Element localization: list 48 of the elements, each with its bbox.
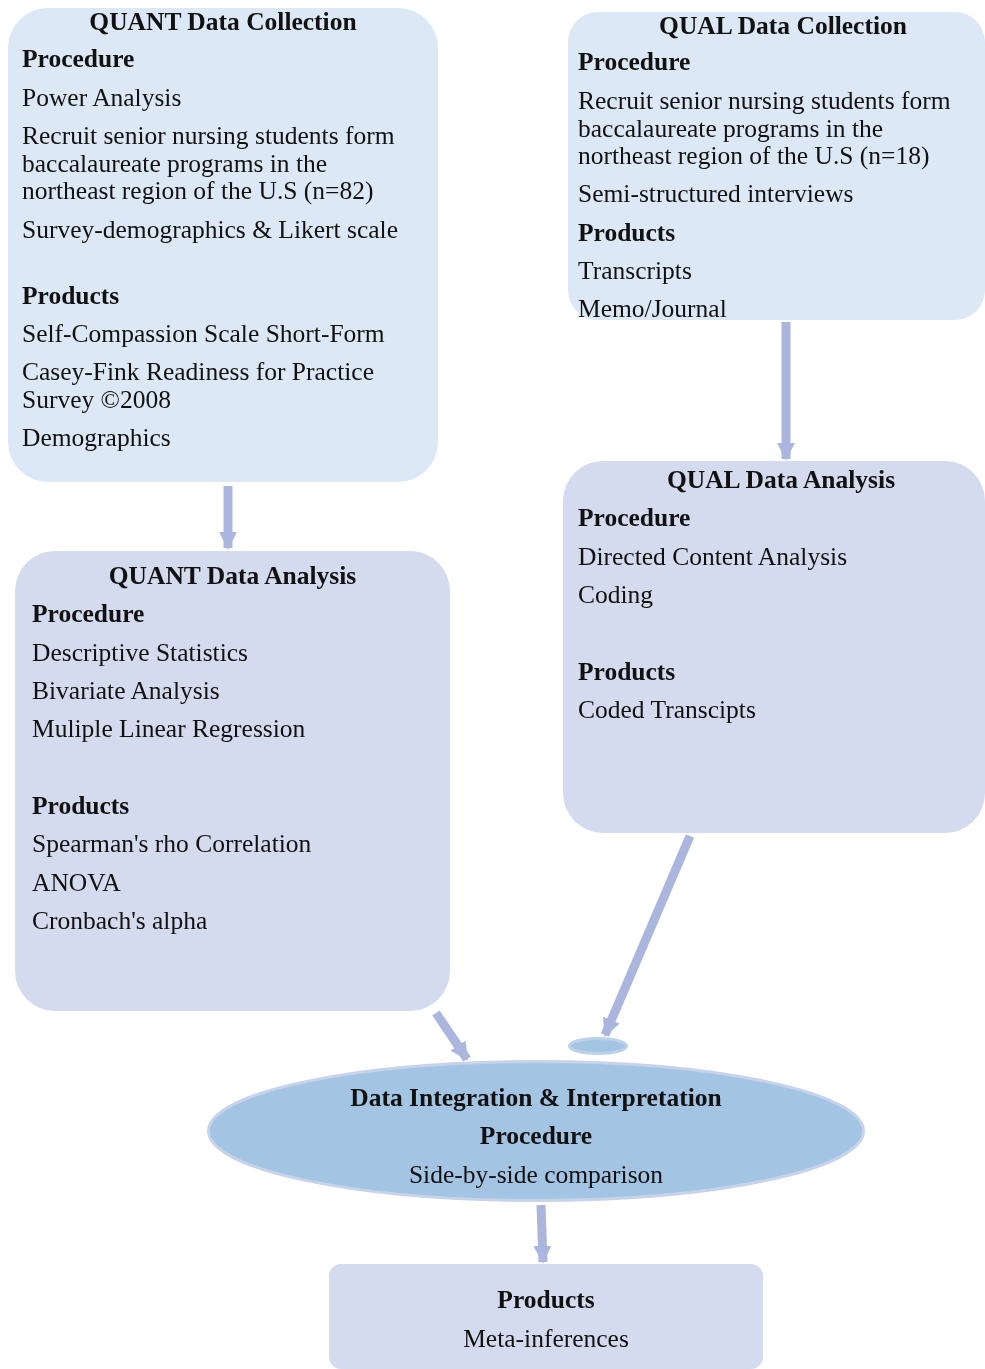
item-text: Transcripts — [578, 257, 693, 285]
section-heading: Procedure — [478, 1122, 594, 1150]
item-text: Recruit senior nursing students form baccalaureate programs in the northeast region of the U.S (n=82) — [22, 122, 396, 205]
item-text: Bivariate Analysis — [32, 677, 221, 705]
integration-ellipse — [207, 1060, 865, 1202]
collection-card — [568, 12, 985, 320]
section-heading: Procedure — [578, 48, 692, 76]
item-text: Casey-Fink Readiness for Practice Survey ©2008 — [22, 358, 375, 413]
heading: QUAL Data Analysis — [665, 466, 897, 494]
heading: QUANT Data Collection — [88, 8, 358, 36]
heading: Data Integration & Interpretation — [349, 1084, 723, 1112]
arrow — [533, 1204, 552, 1264]
arrow — [219, 486, 237, 550]
heading: Products — [496, 1286, 596, 1314]
item-text: Spearman's rho Correlation — [32, 830, 313, 858]
section-heading: Procedure — [32, 600, 146, 628]
heading: QUAL Data Collection — [658, 12, 908, 40]
arrow — [600, 834, 695, 1037]
item-text: Survey-demographics & Likert scale — [22, 216, 399, 244]
item-text: Coding — [578, 581, 655, 609]
item-text: ANOVA — [32, 869, 122, 897]
item-text: Coded Transcipts — [578, 696, 757, 724]
analysis-card — [563, 461, 985, 833]
item-text: Demographics — [22, 424, 172, 452]
item-text: Semi-structured interviews — [578, 180, 855, 208]
small-ellipse — [568, 1037, 628, 1055]
section-heading: Products — [22, 282, 121, 310]
item-text: Descriptive Statistics — [32, 639, 249, 667]
item-text: Self-Compassion Scale Short-Form — [22, 320, 386, 348]
products-box — [329, 1264, 763, 1369]
arrow — [432, 1010, 471, 1062]
section-heading: Products — [578, 658, 677, 686]
item-text: Side-by-side comparison — [407, 1161, 665, 1189]
item-text: Memo/Journal — [578, 295, 728, 323]
item-text: Muliple Linear Regression — [32, 715, 307, 743]
item-text: Cronbach's alpha — [32, 907, 209, 935]
analysis-card — [15, 551, 450, 1011]
section-heading: Procedure — [22, 45, 136, 73]
section-heading: Products — [578, 219, 677, 247]
section-heading: Procedure — [578, 504, 692, 532]
item-text: Power Analysis — [22, 84, 183, 112]
item-text: Recruit senior nursing students form baccalaureate programs in the northeast region of the U.S (n=18) — [578, 87, 952, 170]
section-heading: Products — [32, 792, 131, 820]
arrow — [777, 322, 795, 461]
collection-card — [8, 8, 438, 482]
heading: QUANT Data Analysis — [107, 562, 358, 590]
item-text: Directed Content Analysis — [578, 543, 849, 571]
item-text: Meta-inferences — [462, 1325, 630, 1353]
